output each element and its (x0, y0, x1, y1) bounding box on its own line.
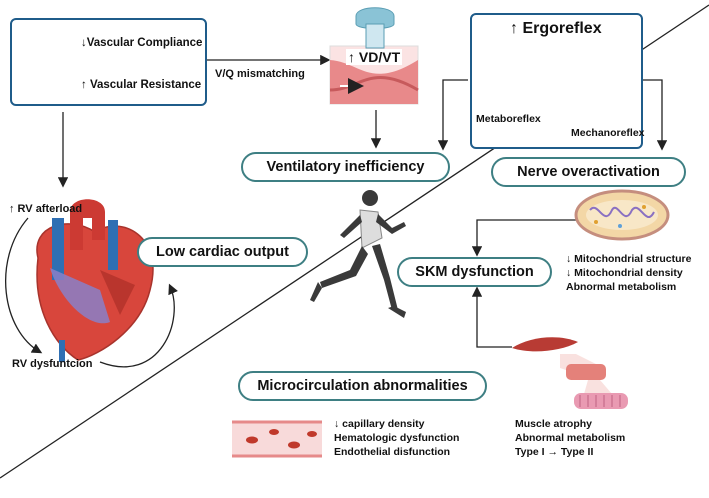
runner-icon (310, 190, 406, 318)
mito-metabolism-label: Abnormal metabolism (566, 281, 677, 293)
arrow-rv-afterload-to-dysfunction (4, 217, 43, 354)
endothelial-label: Endothelial disfunction (334, 446, 451, 458)
vascular-box (10, 18, 207, 106)
skm-dysfunction-pill: SKM dysfunction (397, 257, 552, 287)
mitochondrion-icon (574, 189, 670, 241)
arrow-mito-to-skm (471, 219, 578, 257)
muscle-atrophy-label: Muscle atrophy (515, 418, 593, 430)
arrow-muscle-to-skm (471, 286, 512, 348)
ergoreflex-box (470, 13, 643, 149)
vq-mismatch-label: V/Q mismatching (215, 68, 305, 80)
capillary-density-label: ↓ capillary density (334, 418, 425, 430)
ergoreflex-title: ↑ Ergoreflex (510, 20, 602, 37)
hematologic-label: Hematologic dysfunction (334, 432, 460, 444)
low-cardiac-output-pill: Low cardiac output (137, 237, 308, 267)
mechanoreflex-label: Mechanoreflex (571, 127, 645, 139)
nerve-overactivation-pill: Nerve overactivation (491, 157, 686, 187)
metaboreflex-label: Metaboreflex (476, 113, 541, 125)
arrow-dysfunction-to-output (99, 283, 178, 368)
ventilatory-inefficiency-pill: Ventilatory inefficiency (241, 152, 450, 182)
capillary-icon (232, 420, 322, 458)
heart-icon (36, 199, 154, 362)
rv-dysfunction-label: RV dysfuntcion (12, 358, 93, 370)
mito-structure-label: ↓ Mitochondrial structure (566, 253, 692, 265)
rv-afterload-label: ↑ RV afterload (9, 203, 83, 215)
arrow-ergo-to-nerve (641, 79, 668, 151)
muscle-fiber-label: Type I → Type II (515, 446, 594, 458)
vascular-compliance-label: ↓Vascular Compliance (81, 37, 203, 49)
vdvt-label: ↑ VD/VT (346, 49, 403, 65)
muscle-metabolism-label: Abnormal metabolism (515, 432, 626, 444)
microcirculation-pill: Microcirculation abnormalities (238, 371, 487, 401)
vascular-resistance-label: ↑ Vascular Resistance (81, 79, 202, 91)
muscle-fiber-icon (512, 337, 628, 409)
mito-density-label: ↓ Mitochondrial density (566, 267, 683, 279)
arrow-ergo-to-ventilatory (437, 79, 468, 151)
connector-arrows (4, 54, 668, 368)
